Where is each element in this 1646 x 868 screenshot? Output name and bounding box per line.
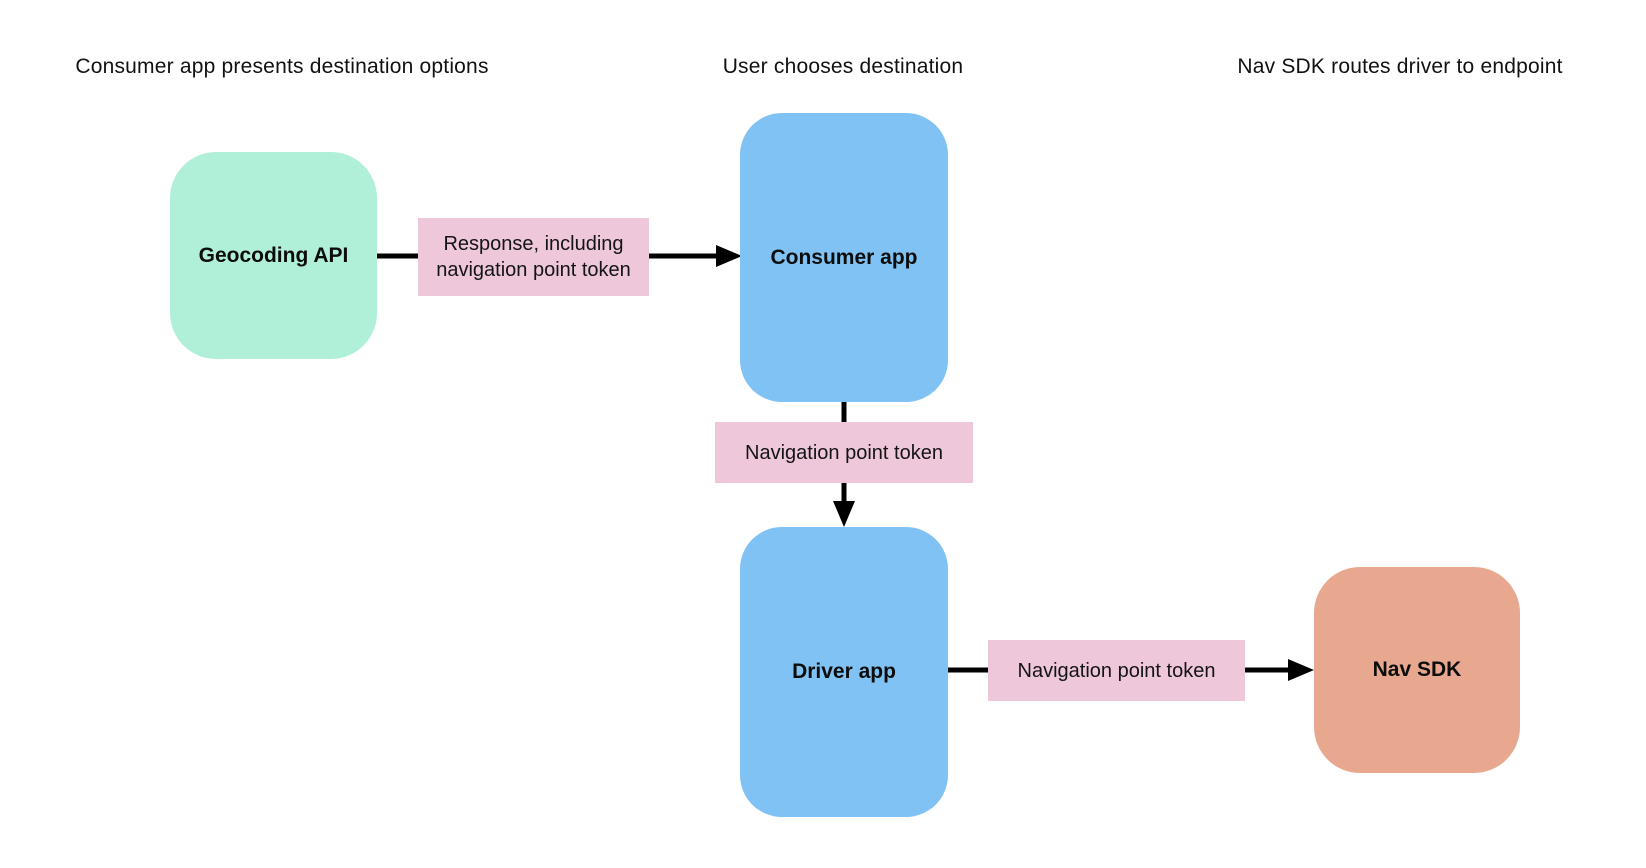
node-label: Driver app xyxy=(792,660,896,683)
edge-label-navigation-point-token-1: Navigation point token xyxy=(715,422,973,483)
node-driver-app: Driver app xyxy=(740,527,948,817)
node-label: Geocoding API xyxy=(198,243,349,267)
arrowhead-right-icon xyxy=(716,245,742,267)
node-label: Consumer app xyxy=(770,245,918,269)
node-label: Nav SDK xyxy=(1372,658,1462,681)
edge-label-response-including-token: Response, including navigation point tok… xyxy=(418,218,649,296)
edge-label-navigation-point-token-2: Navigation point token xyxy=(988,640,1245,701)
arrowhead-right-icon xyxy=(1288,659,1314,681)
node-consumer-app: Consumer app xyxy=(740,113,948,402)
node-geocoding-api: Geocoding API xyxy=(170,152,377,359)
stage-label-user-chooses: User chooses destination xyxy=(722,55,964,78)
stage-label-navsdk-routes: Nav SDK routes driver to endpoint xyxy=(1237,55,1563,78)
arrowhead-down-icon xyxy=(833,501,855,527)
node-nav-sdk: Nav SDK xyxy=(1314,567,1520,773)
stage-label-consumer-presents: Consumer app presents destination option… xyxy=(75,55,489,78)
